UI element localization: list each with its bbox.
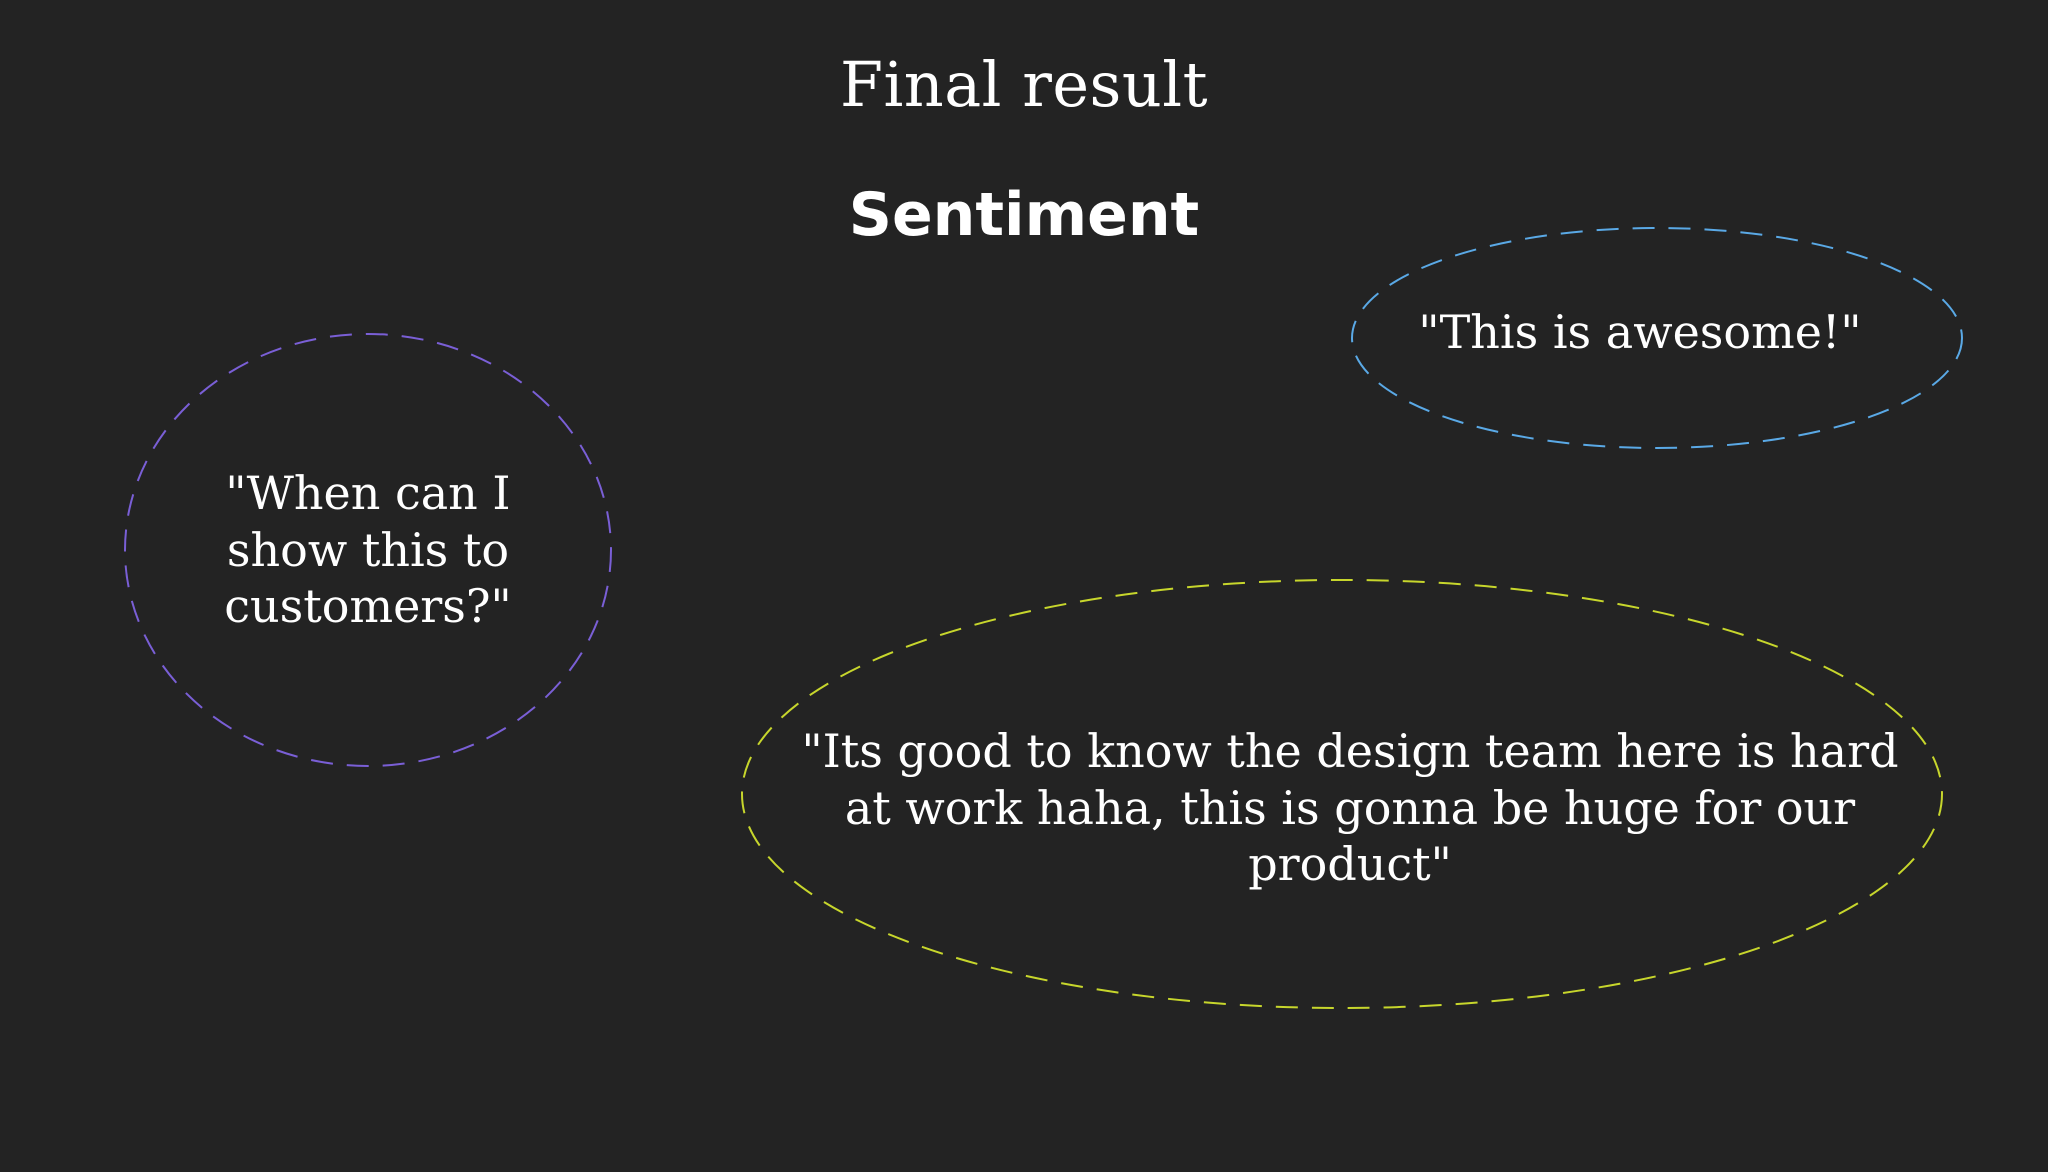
bubble-awesome-outline xyxy=(1351,227,1963,449)
bubble-customers-outline xyxy=(124,333,612,767)
slide-title: Final result xyxy=(839,48,1209,121)
bubble-design-outline xyxy=(741,579,1943,1009)
quote-customers: "When can I show this to customers?" xyxy=(224,466,512,634)
quote-awesome: "This is awesome!" xyxy=(1418,305,1862,359)
quote-design: "Its good to know the design team here i… xyxy=(801,724,1899,892)
section-title: Sentiment xyxy=(848,180,1200,250)
